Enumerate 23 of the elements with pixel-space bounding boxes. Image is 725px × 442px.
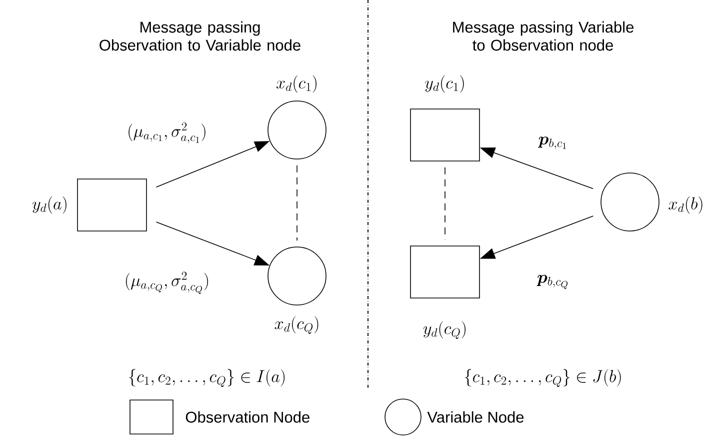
heading: Message passing Observation to Variable node [100,21,300,51]
edge-label: $(\mu_{a,c_Q},\sigma^2_{a,c_Q})$ [126,272,208,294]
observation-box [410,108,480,162]
node-label: $x_d(c_1)$ [276,75,316,93]
heading: Message passing Variable to Observation node [453,21,634,51]
node-label: $y_d(a)$ [32,196,66,214]
observation-box [77,178,147,232]
observation-box [410,246,480,298]
node-label: $x_d(c_Q)$ [274,316,318,334]
variable-circle [268,100,326,160]
node-label: $x_d(b)$ [668,196,702,214]
dashed-line [296,165,298,241]
legend-text: Observation Node [186,411,310,423]
legend-text: Variable Node [427,411,524,423]
set-formula: $\{c_1,c_2,\ldots,c_Q\}\in I(a)$ [129,369,285,387]
variable-circle [600,172,660,232]
edge-label: $(\mu_{a,c_1},\sigma^2_{a,c_1})$ [128,122,206,144]
node-label: $y_d(c_Q)$ [423,321,466,339]
set-formula: $\{c_1,c_2,\ldots,c_Q\}\in J(b)$ [464,369,621,387]
edge-label: $\boldsymbol{p}_{b,c_1}$ [538,136,566,150]
variable-circle [268,246,326,306]
edge-label: $\boldsymbol{p}_{b,c_Q}$ [536,274,568,289]
node-label: $y_d(c_1)$ [425,75,464,93]
